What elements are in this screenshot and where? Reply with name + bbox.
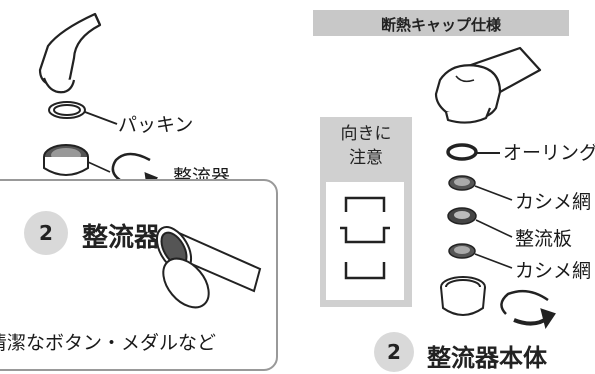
section-header: 断熱キャップ仕様 [313,10,569,36]
rotate-arrow-right-icon [500,289,556,330]
faucet-spout-left [38,12,102,94]
orientation-diagram [326,182,404,300]
aerator-cleaning-illustration [155,226,262,309]
rectifier-plate-right [447,207,513,238]
faucet-spout-right [434,46,542,124]
mesh-bottom-right [448,243,513,269]
packing-ring-left [48,101,118,125]
mesh-top-label: カシメ網 [515,191,592,213]
note-title-line1: 向きに [340,124,392,144]
plate-label: 整流板 [515,228,573,250]
footer-step-badge: 2 [374,332,414,372]
callout-title: 整流器 [82,223,161,253]
orientation-note-panel: 向きに 注意 [320,117,412,307]
aerator-body-right [440,276,486,316]
orientation-bracket-icons [340,196,390,280]
step-number-badge: 2 [24,211,68,255]
o-ring-label: オーリング [503,142,595,164]
footer-title: 整流器本体 [427,344,547,372]
aerator-callout-box: 2 整流器 清潔なボタン・メダルなど [0,179,278,371]
o-ring-right [446,143,500,161]
mesh-bottom-label: カシメ網 [515,260,592,282]
mesh-top-right [448,175,513,201]
note-title-line2: 注意 [349,148,383,168]
section-header-text: 断熱キャップ仕様 [380,16,501,34]
aerator-left [43,144,111,176]
packing-label: パッキン [118,114,194,136]
callout-caption: 清潔なボタン・メダルなど [0,332,217,354]
